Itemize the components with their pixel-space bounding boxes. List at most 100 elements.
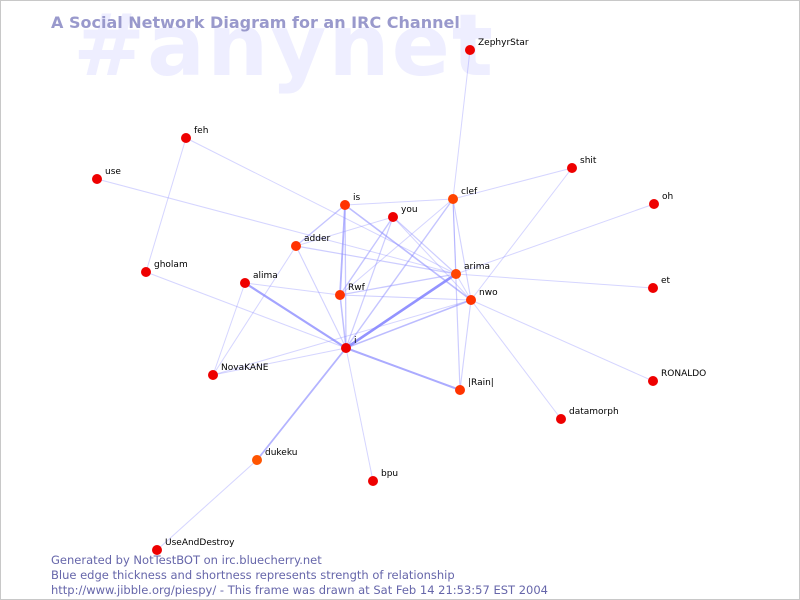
edge-gholam-i [145, 271, 347, 349]
node-datamorph[interactable] [556, 414, 566, 424]
node-label-bpu: bpu [381, 469, 398, 479]
edge-feh-gholam [145, 137, 187, 273]
edge-nwo-shit [470, 167, 573, 301]
edge-adder-you [295, 216, 394, 247]
edge-i-rain [345, 347, 461, 391]
edge-i-arima [345, 272, 457, 350]
edge-you-arima [392, 216, 457, 275]
node-bpu[interactable] [368, 476, 378, 486]
edge-clef-shit [452, 167, 573, 200]
edge-is-rwf [339, 204, 346, 296]
node-rain[interactable] [455, 385, 465, 395]
node-label-shit: shit [580, 156, 597, 166]
edge-feh-arima [185, 137, 457, 275]
edge-i-dukeku [256, 347, 347, 461]
edge-nwo-datamorph [470, 299, 562, 420]
edge-novakane-nwo [212, 299, 472, 376]
node-novakane[interactable] [208, 370, 218, 380]
edge-i-novakane [212, 347, 347, 376]
node-i[interactable] [341, 343, 351, 353]
edge-novakane-adder [212, 245, 297, 376]
edge-clef-zephyrstar [452, 49, 471, 200]
node-et[interactable] [648, 283, 658, 293]
node-rwf[interactable] [335, 290, 345, 300]
node-dukeku[interactable] [252, 455, 262, 465]
node-feh[interactable] [181, 133, 191, 143]
node-alima[interactable] [240, 278, 250, 288]
node-arima[interactable] [451, 269, 461, 279]
edge-i-nwo [345, 299, 472, 349]
edge-arima-nwo [455, 273, 472, 301]
node-label-nwo: nwo [479, 288, 498, 298]
edge-i-rwf [339, 294, 347, 349]
node-label-datamorph: datamorph [569, 407, 619, 417]
node-zephyrstar[interactable] [465, 45, 475, 55]
edge-i-you [345, 216, 394, 349]
node-you[interactable] [388, 212, 398, 222]
node-label-dukeku: dukeku [265, 448, 297, 458]
footer-legend-note: Blue edge thickness and shortness repres… [51, 568, 455, 582]
node-label-feh: feh [194, 126, 208, 136]
edge-arima-oh [455, 203, 655, 275]
node-oh[interactable] [649, 199, 659, 209]
edge-clef-rain [452, 198, 461, 391]
node-label-you: you [401, 205, 418, 215]
edge-clef-arima [452, 198, 457, 275]
edge-nwo-ronaldo [470, 299, 654, 382]
edge-alima-novakane [212, 282, 246, 376]
node-shit[interactable] [567, 163, 577, 173]
node-label-rwf: Rwf [348, 283, 366, 293]
node-useanddestroy[interactable] [152, 545, 162, 555]
edge-adder-arima [295, 245, 457, 275]
edge-is-clef [344, 198, 454, 206]
node-label-rain: |Rain| [468, 378, 494, 388]
node-label-i: i [354, 336, 357, 346]
node-label-novakane: NovaKANE [221, 363, 269, 373]
node-gholam[interactable] [141, 267, 151, 277]
node-layer [92, 45, 659, 555]
edge-adder-is [295, 204, 346, 247]
node-label-alima: alima [253, 271, 278, 281]
edge-clef-rwf [339, 198, 454, 296]
footer: Generated by NotTestBOT on irc.bluecherr… [51, 553, 548, 598]
node-label-adder: adder [304, 234, 330, 244]
edge-clef-nwo [452, 198, 472, 301]
footer-generated-by: Generated by NotTestBOT on irc.bluecherr… [51, 553, 322, 567]
edge-i-clef [345, 198, 454, 349]
edge-you-nwo [392, 216, 472, 301]
edge-arima-et [455, 273, 654, 289]
edge-is-nwo [344, 204, 472, 301]
node-ronaldo[interactable] [648, 376, 658, 386]
edge-i-alima [244, 282, 347, 349]
edge-alima-rwf [244, 282, 341, 296]
edge-dukeku-useanddestroy [156, 459, 258, 551]
node-label-use: use [105, 167, 121, 177]
node-label-gholam: gholam [154, 260, 188, 270]
edge-i-bpu [345, 347, 374, 482]
edge-use-arima [96, 178, 457, 275]
edge-nwo-rain [459, 299, 472, 391]
edge-layer [96, 49, 655, 551]
edge-rwf-arima [339, 273, 457, 296]
node-label-clef: clef [461, 187, 478, 197]
node-label-et: et [661, 276, 671, 286]
node-use[interactable] [92, 174, 102, 184]
node-label-zephyrstar: ZephyrStar [478, 38, 529, 48]
edge-rwf-nwo [339, 294, 472, 301]
edge-i-adder [295, 245, 347, 349]
node-label-arima: arima [464, 262, 490, 272]
node-adder[interactable] [291, 241, 301, 251]
edge-i-is [344, 204, 347, 349]
node-clef[interactable] [448, 194, 458, 204]
node-nwo[interactable] [466, 295, 476, 305]
edge-rwf-you [339, 216, 394, 296]
diagram-title: A Social Network Diagram for an IRC Chan… [51, 13, 460, 32]
node-label-useanddestroy: UseAndDestroy [165, 538, 235, 548]
node-label-oh: oh [662, 192, 673, 202]
node-label-ronaldo: RONALDO [661, 369, 706, 379]
node-is[interactable] [340, 200, 350, 210]
channel-watermark: #anynet [73, 0, 496, 96]
